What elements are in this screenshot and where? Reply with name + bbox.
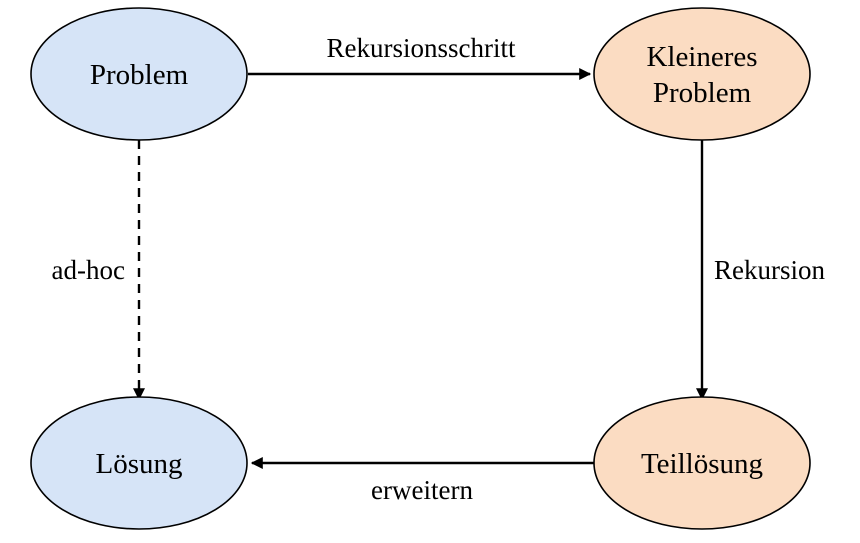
- node-problem-label: Problem: [90, 59, 189, 91]
- edge-recursion-step: Rekursionsschritt: [248, 33, 592, 80]
- node-solution-ellipse: [30, 396, 248, 530]
- edge-ad-hoc: ad-hoc: [52, 140, 145, 401]
- node-smaller-problem-label-line2: Problem: [653, 77, 752, 109]
- node-partial-solution: Teillösung: [593, 396, 811, 530]
- node-smaller-problem-ellipse: [593, 7, 811, 141]
- node-solution: Lösung: [30, 396, 248, 530]
- node-problem-ellipse: [30, 7, 248, 141]
- edge-ad-hoc-label: ad-hoc: [52, 255, 125, 285]
- edge-extend-label: erweitern: [371, 475, 473, 505]
- node-smaller-problem-label-line1: Kleineres: [646, 41, 757, 73]
- edge-recursion-label: Rekursion: [714, 255, 825, 285]
- edge-extend: erweitern: [250, 457, 594, 505]
- node-problem: Problem: [30, 7, 248, 141]
- edge-recursion: Rekursion: [696, 140, 825, 401]
- node-smaller-problem: Kleineres Problem: [593, 7, 811, 141]
- node-partial-solution-label: Teillösung: [641, 448, 763, 480]
- node-partial-solution-ellipse: [593, 396, 811, 530]
- node-solution-label: Lösung: [96, 448, 183, 480]
- edge-recursion-step-label: Rekursionsschritt: [327, 33, 516, 63]
